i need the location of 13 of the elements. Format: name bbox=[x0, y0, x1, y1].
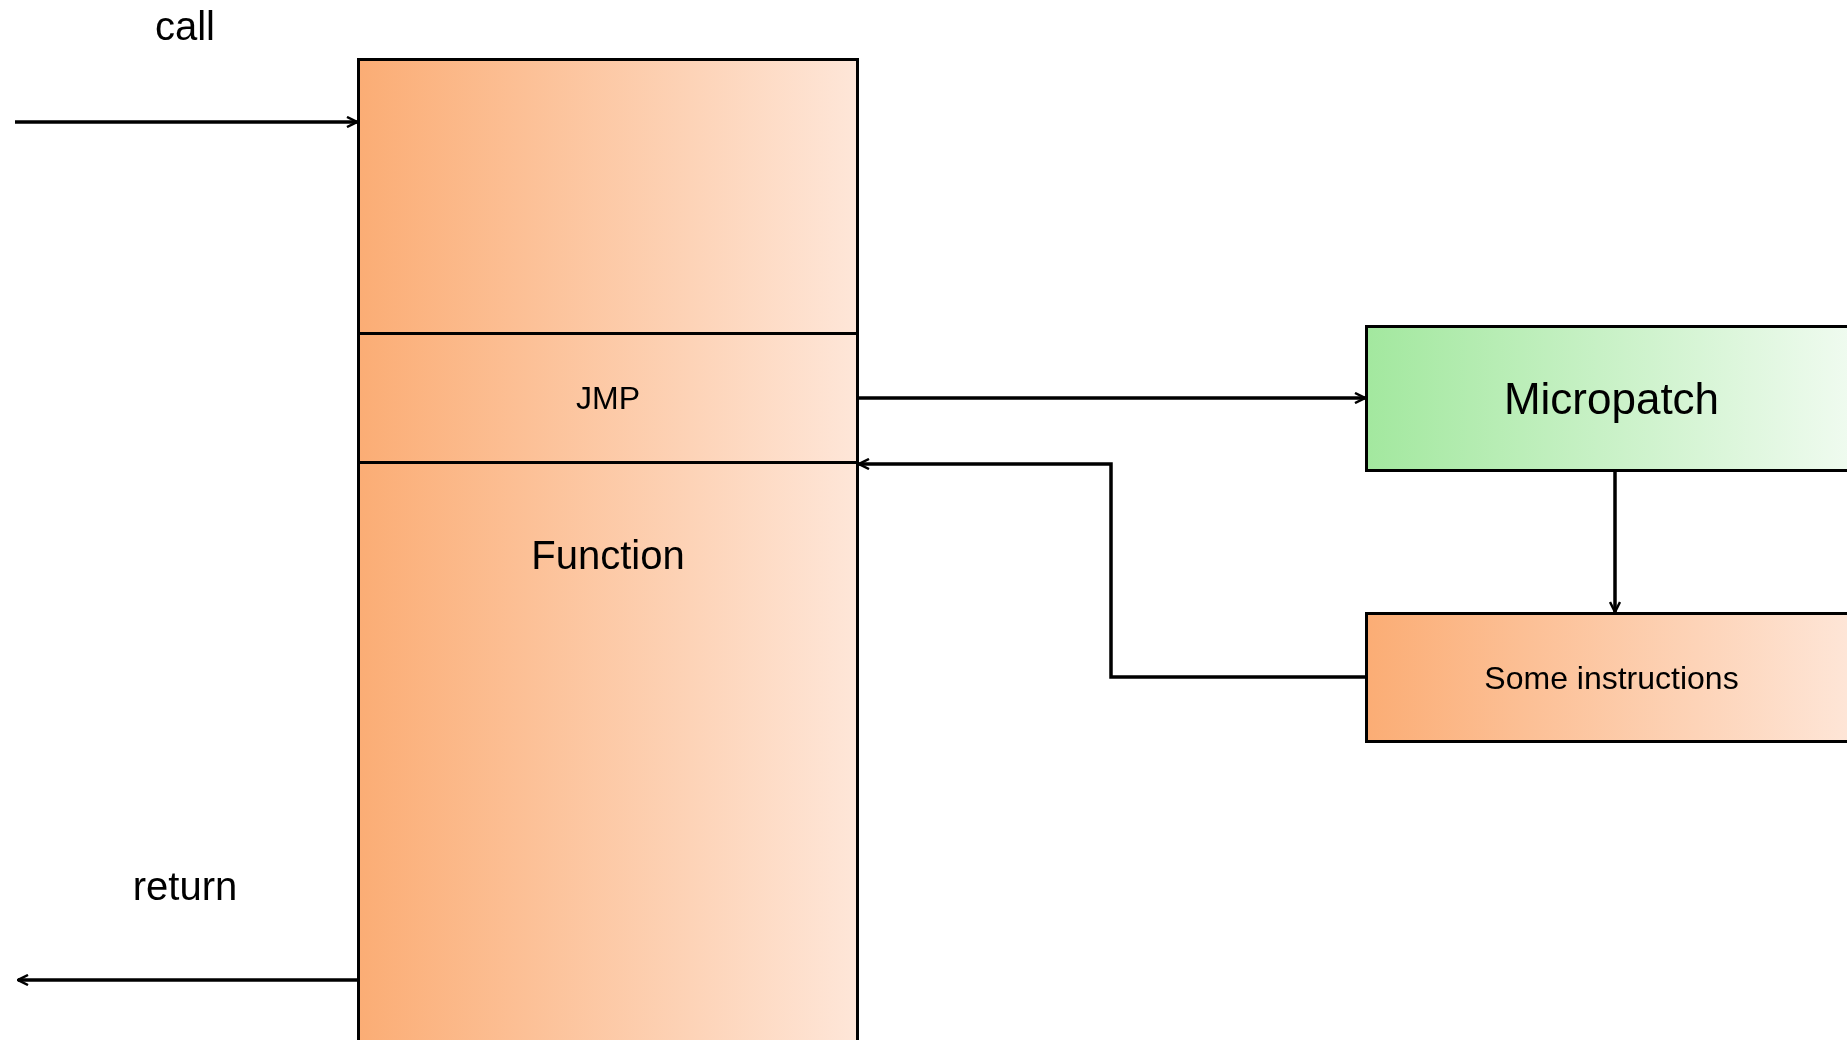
jmp-band bbox=[357, 332, 859, 464]
arrow bbox=[857, 457, 1365, 679]
box-label: Some instructions bbox=[1483, 659, 1740, 696]
instructions-box bbox=[1365, 612, 1847, 743]
box-title: Micropatch bbox=[1502, 373, 1721, 424]
instruction-label: JMP bbox=[575, 379, 641, 417]
function-block bbox=[357, 58, 859, 1040]
arrow bbox=[15, 115, 359, 129]
arrow bbox=[16, 973, 357, 987]
arrow bbox=[1608, 472, 1622, 614]
block-title: Function bbox=[530, 532, 686, 578]
arrow bbox=[859, 391, 1367, 405]
micropatch-box bbox=[1365, 325, 1847, 472]
